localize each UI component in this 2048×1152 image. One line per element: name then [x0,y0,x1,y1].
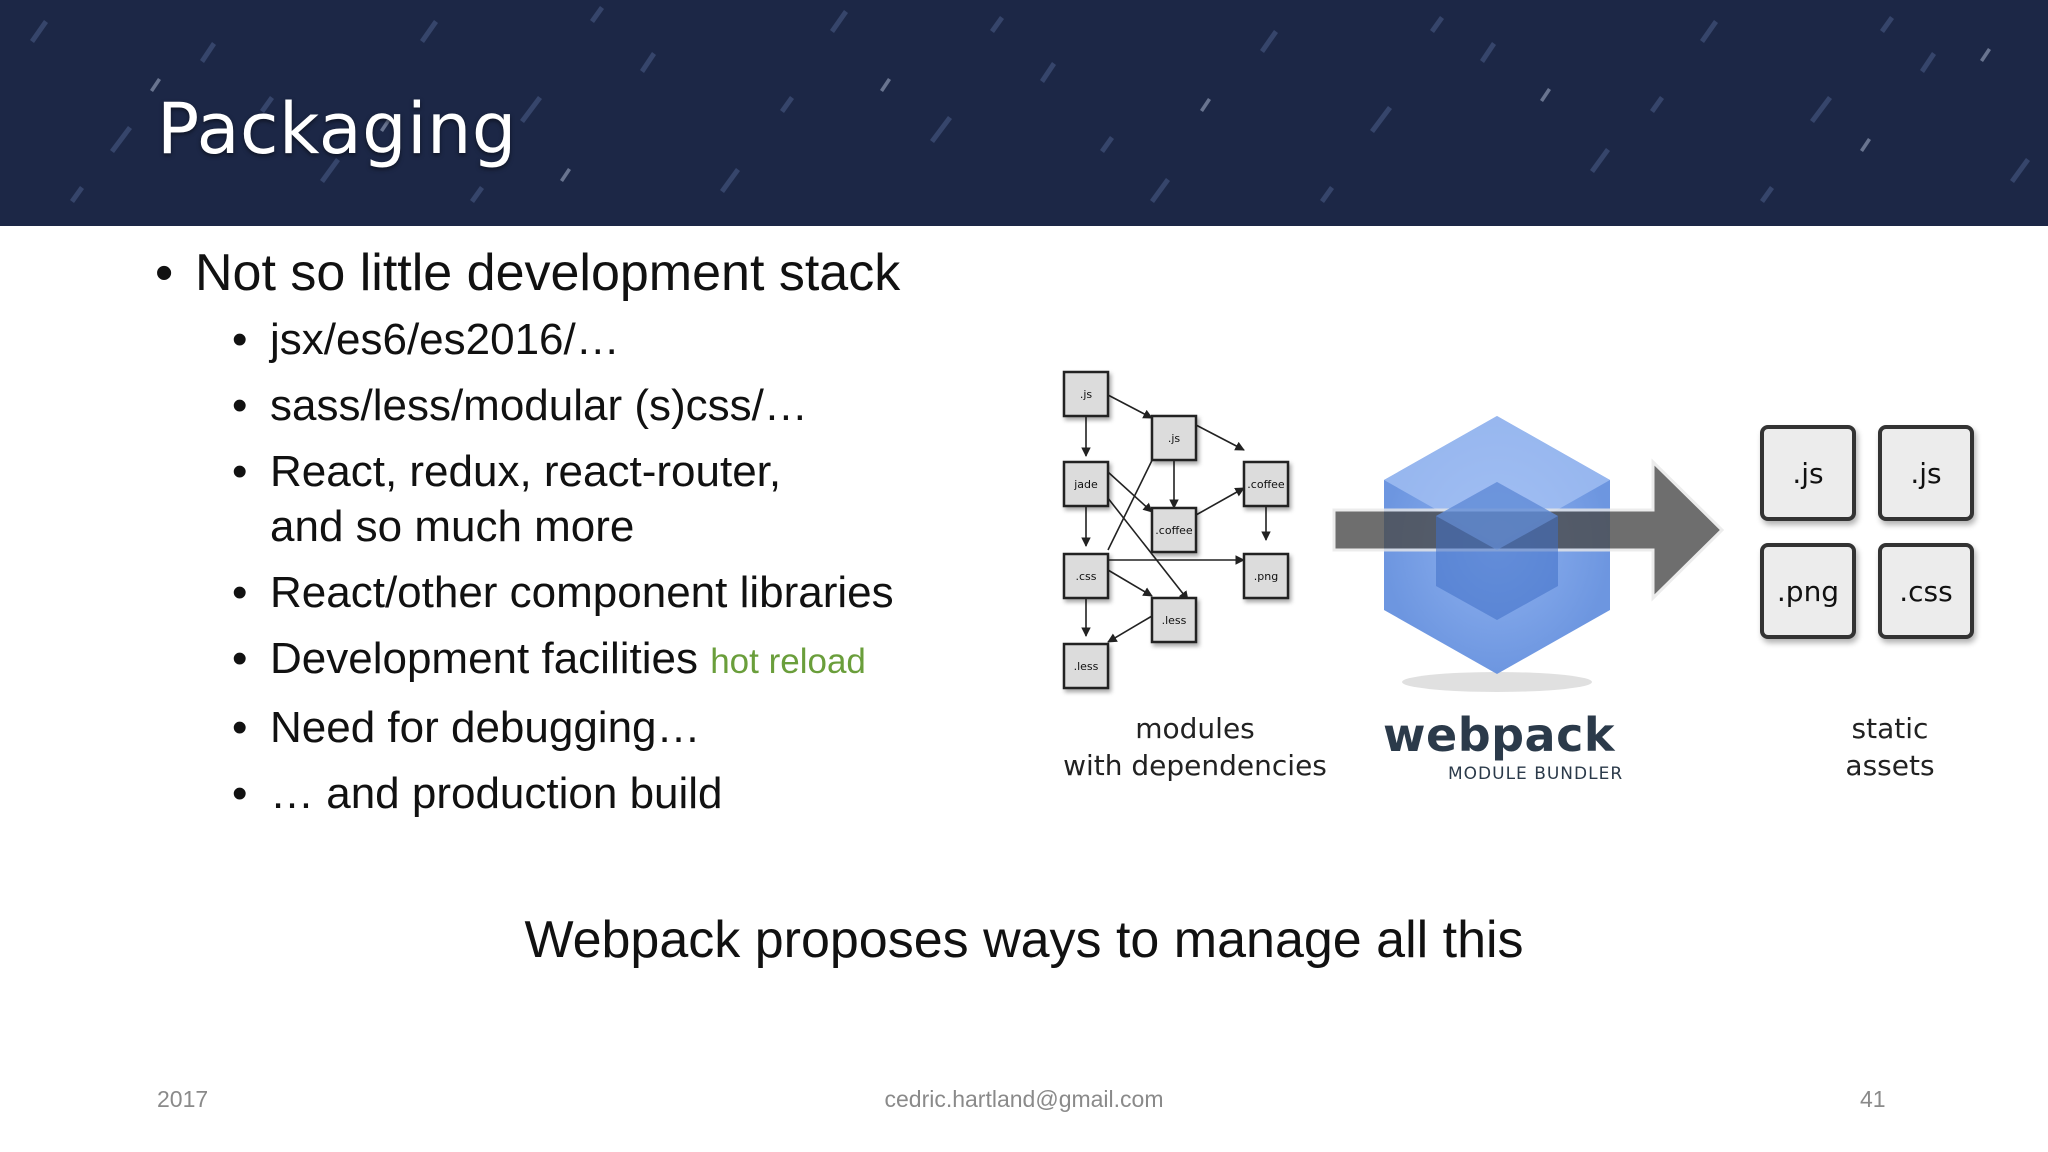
sub-bullet-text: React/other component libraries [270,568,894,617]
asset-box: .png [1760,543,1856,639]
module-node: .js [1062,370,1110,418]
sub-bullet-text: Development facilities [270,634,711,683]
conclusion-text: Webpack proposes ways to manage all this [524,911,1524,969]
footer-email: cedric.hartland@gmail.com [884,1086,1164,1112]
modules-caption-line-2: with dependencies [1063,749,1327,782]
assets-caption-line-2: assets [1845,749,1935,782]
hot-reload-note: hot reload [710,642,866,681]
sub-bullet: • React/other component libraries [232,565,1055,620]
sub-bullet-text: jsx/es6/es2016/… [270,315,620,364]
bullet-dot: • [232,447,248,496]
sub-bullet-text: React, redux, react-router, [270,447,782,496]
asset-box: .js [1878,425,1974,521]
dependency-graph: .js .js jade .coffee .coffee .css [1062,370,1725,692]
module-node: .coffee [1150,506,1198,554]
module-label: .png [1254,570,1278,583]
webpack-logo-subtitle: MODULE BUNDLER [1448,764,1624,784]
sub-bullet-text: sass/less/modular (s)css/… [270,381,808,430]
module-node: .css [1062,552,1110,600]
slide-title: Packaging [157,88,517,170]
module-label: .js [1168,432,1181,445]
module-label: .coffee [1155,524,1193,537]
main-bullet: Not so little development stack [155,240,1055,306]
sub-bullet: • sass/less/modular (s)css/… [232,378,1055,433]
webpack-diagram: .js .js jade .coffee .coffee .css [1050,360,1990,790]
module-label: .less [1074,660,1099,673]
bullet-dot: • [232,703,248,752]
module-node: .less [1062,642,1110,690]
sub-bullet-text: … and production build [270,769,723,818]
footer-year: 2017 [157,1086,209,1112]
module-node: .js [1150,414,1198,462]
assets-caption-line-1: static [1851,712,1929,745]
webpack-logo-text: webpack [1383,708,1615,762]
module-node: jade [1062,460,1110,508]
bullet-dot: • [232,769,248,818]
module-node: .png [1242,552,1290,600]
sub-bullet: • Development facilities hot reload [232,631,1055,689]
sub-bullet: • jsx/es6/es2016/… [232,312,1055,367]
module-label: .less [1162,614,1187,627]
module-node: .less [1150,596,1198,644]
assets-caption: static assets [1790,710,1990,784]
sub-bullet: • Need for debugging… [232,700,1055,755]
module-label: .js [1080,388,1093,401]
page-number: 41 [1860,1086,1886,1112]
module-label: .css [1075,570,1096,583]
bullet-dot: • [232,634,248,683]
module-label: jade [1073,478,1098,491]
sub-bullet-continuation: and so much more [270,502,635,551]
bullet-dot: • [232,381,248,430]
webpack-inner-cube-icon [1436,482,1558,620]
sub-bullet: • … and production build [232,766,1055,821]
asset-box: .js [1760,425,1856,521]
module-label: .coffee [1247,478,1285,491]
asset-box: .css [1878,543,1974,639]
bullet-dot: • [232,315,248,364]
bullet-dot: • [232,568,248,617]
modules-caption: modules with dependencies [1050,710,1340,784]
modules-caption-line-1: modules [1135,712,1255,745]
slide-header: Packaging [0,0,2048,226]
bullet-list: Not so little development stack • jsx/es… [155,240,1055,821]
sub-bullet-text: Need for debugging… [270,703,701,752]
module-node: .coffee [1242,460,1290,508]
sub-bullet: • React, redux, react-router, and so muc… [232,444,1055,554]
header-texture [30,6,2030,203]
